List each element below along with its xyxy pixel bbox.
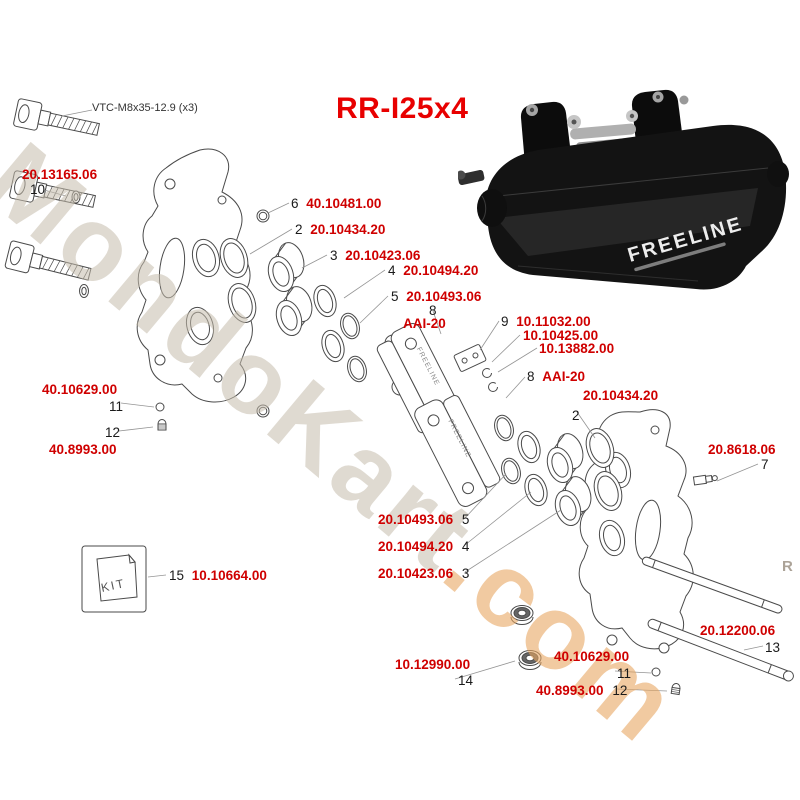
pad-spring-kit-drawing [453, 344, 498, 392]
callout-grease-screw-right: 40.8993.00 12 [536, 683, 627, 698]
callout-spring-kit-2: 10.10425.00 [523, 328, 598, 343]
callout-pad-pin-left-index: 11 [109, 399, 123, 414]
callout-bushing-index: 14 [458, 673, 473, 688]
callout-bleed-nipple-part: 20.8618.06 [708, 442, 776, 457]
caliper-photo-drawing: FREELINE [458, 89, 789, 290]
part-number: 20.10493.06 [406, 289, 482, 304]
small-hardware-drawing [155, 402, 682, 695]
kit-box-drawing: KIT [81, 545, 147, 613]
item-index: 5 [461, 512, 470, 527]
pad-pin-long-drawing [641, 556, 794, 682]
part-number: AAI-20 [403, 316, 446, 331]
part-number: 20.10434.20 [310, 222, 386, 237]
item-index: 3 [461, 566, 470, 581]
callout-seal-mid-top: 4 20.10494.20 [388, 263, 478, 278]
item-index: 5 [391, 289, 399, 304]
part-number: 20.10494.20 [403, 263, 479, 278]
callout-bushing-part: 10.12990.00 [395, 657, 470, 672]
part-number: 10.12990.00 [395, 657, 471, 672]
item-index: 13 [765, 640, 781, 655]
part-number: 40.10629.00 [554, 649, 630, 664]
item-index: 7 [761, 457, 769, 472]
callout-bolt-part: 20.13165.06 [22, 167, 97, 182]
callout-bleed-nipple-index: 7 [761, 457, 769, 472]
callout-spring-kit-1: 9 10.11032.00 [501, 314, 591, 329]
brake-pad-lower-drawing: FREELINE [414, 395, 501, 507]
item-index: 15 [169, 568, 185, 583]
item-index: 3 [330, 248, 338, 263]
part-number: 10.10425.00 [523, 328, 599, 343]
callout-seal-inner-top: 5 20.10493.06 [391, 289, 481, 304]
item-index: 4 [388, 263, 396, 278]
page-title: RR-I25x4 [336, 92, 469, 125]
part-number: 20.8618.06 [708, 442, 776, 457]
callout-pin-part: 20.12200.06 [700, 623, 775, 638]
callout-seal-mid-bottom: 20.10494.20 4 [378, 539, 469, 554]
callout-seal-outer-right-index: 2 [572, 408, 580, 423]
item-index: 14 [458, 673, 474, 688]
callout-seal-outer-top: 2 20.10434.20 [295, 222, 385, 237]
item-index: 12 [105, 425, 121, 440]
part-number: 20.10423.06 [378, 566, 454, 581]
left-caliper-drawing [136, 148, 253, 403]
callout-pad-pin-right-part: 40.10629.00 [554, 649, 629, 664]
callout-pads-top-part: AAI-20 [403, 316, 446, 331]
item-index: 4 [461, 539, 470, 554]
item-index: 11 [617, 666, 632, 681]
part-number: 10.11032.00 [516, 314, 591, 329]
bleed-nipple-drawing [692, 474, 718, 486]
part-number: 10.13882.00 [539, 341, 615, 356]
product-photo: FREELINE [458, 89, 789, 290]
callout-pad-pin-right-index: 11 [617, 666, 631, 681]
photo-caption-blur [634, 242, 726, 272]
item-index: 2 [295, 222, 303, 237]
part-number: 20.12200.06 [700, 623, 776, 638]
o-ring-drawing [256, 209, 270, 418]
part-number: 40.10629.00 [42, 382, 118, 397]
callout-piston-top: 3 20.10423.06 [330, 248, 420, 263]
part-number: 20.13165.06 [22, 167, 98, 182]
part-number: 40.10481.00 [306, 196, 382, 211]
watermark-stray-letter: R [782, 558, 793, 575]
callout-bolt-spec: VTC-M8x35-12.9 (x3) [92, 102, 198, 114]
socket-screw-drawing [4, 97, 102, 298]
callout-grease-screw-left-index: 12 [105, 425, 120, 440]
callout-piston-bottom: 20.10423.06 3 [378, 566, 469, 581]
item-index: 8 [429, 303, 437, 318]
callout-pad-pin-left-part: 40.10629.00 [42, 382, 117, 397]
part-number: AAI-20 [542, 369, 586, 384]
callout-pads-bottom: 8 AAI-20 [527, 369, 585, 384]
item-index: 2 [572, 408, 580, 423]
bolt-spec-text: VTC-M8x35-12.9 (x3) [92, 102, 198, 114]
bushing-drawing [510, 605, 542, 670]
part-number: 20.10423.06 [345, 248, 421, 263]
item-index: 9 [501, 314, 509, 329]
kit-box-text: KIT [100, 576, 127, 595]
callout-pads-top-index: 8 [429, 303, 437, 318]
item-index: 10 [30, 182, 46, 197]
callout-seal-inner-bottom: 20.10493.06 5 [378, 512, 469, 527]
callout-pin-index: 13 [765, 640, 780, 655]
callout-kit: 15 10.10664.00 [169, 568, 267, 583]
part-number: 10.10664.00 [191, 568, 267, 583]
callout-seal-outer-right-part: 20.10434.20 [583, 388, 658, 403]
callout-spring-kit-3: 10.13882.00 [539, 341, 614, 356]
callout-bolt-index: 10 [30, 182, 45, 197]
callout-oring: 6 40.10481.00 [291, 196, 381, 211]
callout-grease-screw-left-part: 40.8993.00 [49, 442, 117, 457]
part-number: 40.8993.00 [536, 683, 604, 698]
item-index: 8 [527, 369, 535, 384]
part-number: 20.10494.20 [378, 539, 454, 554]
item-index: 11 [109, 399, 124, 414]
right-caliper-drawing [578, 409, 694, 654]
item-index: 6 [291, 196, 299, 211]
leader-lines [43, 109, 764, 692]
part-number: 20.10434.20 [583, 388, 659, 403]
part-number: 40.8993.00 [49, 442, 117, 457]
part-number: 20.10493.06 [378, 512, 454, 527]
item-index: 12 [612, 683, 628, 698]
